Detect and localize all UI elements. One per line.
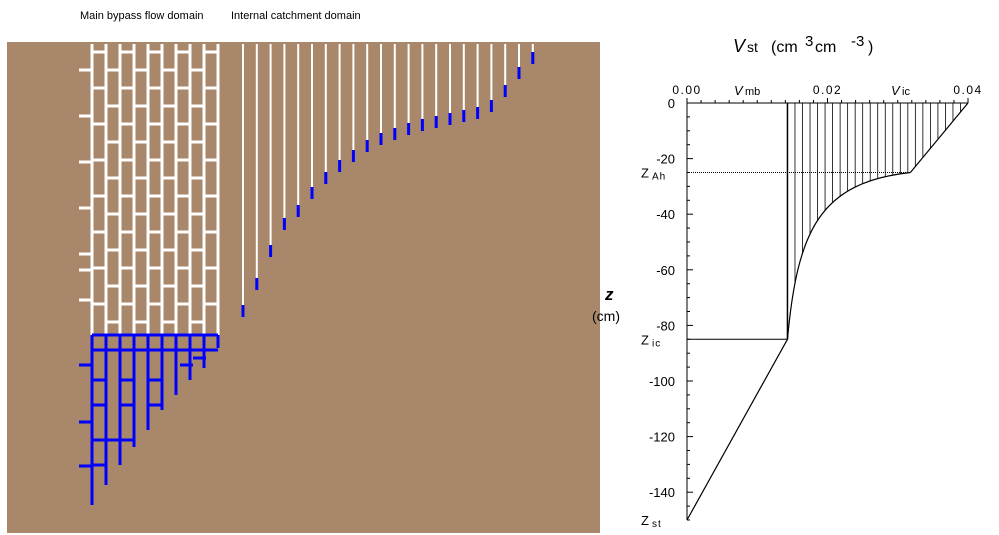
catchment-storage-curve: [786, 171, 911, 340]
y-tick-label: -20: [656, 152, 675, 167]
vmb-sub: mb: [745, 86, 760, 98]
x-tick-label: 0.02: [813, 83, 842, 97]
z-label-main: Z: [641, 332, 649, 347]
z-label-main: Z: [641, 166, 649, 181]
y-tick-label: -140: [649, 485, 675, 500]
chart-title-units-close: ): [868, 39, 873, 56]
chart-title-v: V: [733, 36, 747, 56]
vic-sub: ic: [902, 86, 910, 98]
y-tick-label: -120: [649, 430, 675, 445]
y-axis-label: z: [604, 285, 614, 304]
y-tick-label: -100: [649, 374, 675, 389]
z-label-sub: st: [652, 519, 662, 530]
internal-catchment-domain-label: Internal catchment domain: [231, 10, 361, 22]
x-tick-label: 0.04: [953, 83, 982, 97]
bottom-diagonal-line: [686, 339, 788, 521]
chart-title-sub: st: [747, 39, 758, 55]
chart-title-units-sup: 3: [805, 33, 813, 50]
z-label-sub: Ah: [652, 172, 666, 183]
y-tick-label: -60: [656, 263, 675, 278]
chart-title-units-cm: cm: [815, 39, 836, 56]
y-axis-units: (cm): [592, 308, 620, 324]
y-tick-label: -40: [656, 207, 675, 222]
z-label-sub: ic: [652, 338, 661, 349]
chart-title-units-sup2: -3: [851, 33, 864, 50]
y-tick-label: 0: [668, 96, 675, 111]
vmb-label: V: [734, 83, 744, 98]
chart-title-units: (cm: [771, 39, 798, 56]
y-tick-label: -80: [656, 318, 675, 333]
vic-label: V: [891, 83, 901, 98]
z-label-main: Z: [641, 513, 649, 528]
main-bypass-domain-label: Main bypass flow domain: [80, 10, 204, 22]
surface-slope-line: [909, 102, 969, 173]
x-tick-label: 0.00: [672, 83, 701, 97]
